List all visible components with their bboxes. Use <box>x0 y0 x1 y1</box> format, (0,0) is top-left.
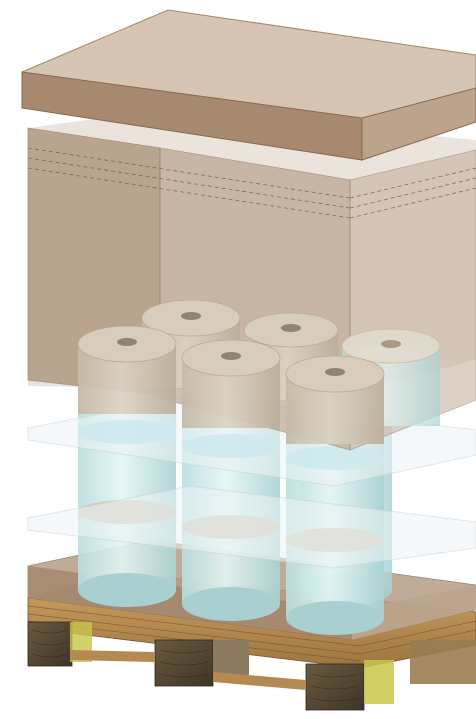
pallet-block-left <box>28 622 72 666</box>
roll-core-icon <box>281 324 301 332</box>
pallet-block-right-moss <box>364 660 394 704</box>
roll-core-icon <box>381 340 401 348</box>
pallet-runner <box>70 650 155 662</box>
roll <box>286 356 384 444</box>
roll-core-icon <box>117 338 137 346</box>
roll <box>182 340 280 428</box>
pallet-block-far <box>410 640 476 684</box>
pallet-runner <box>213 672 306 690</box>
roll-core-icon <box>221 352 241 360</box>
roll-core-icon <box>181 312 201 320</box>
roll-core-icon <box>325 368 345 376</box>
roll <box>78 326 176 414</box>
